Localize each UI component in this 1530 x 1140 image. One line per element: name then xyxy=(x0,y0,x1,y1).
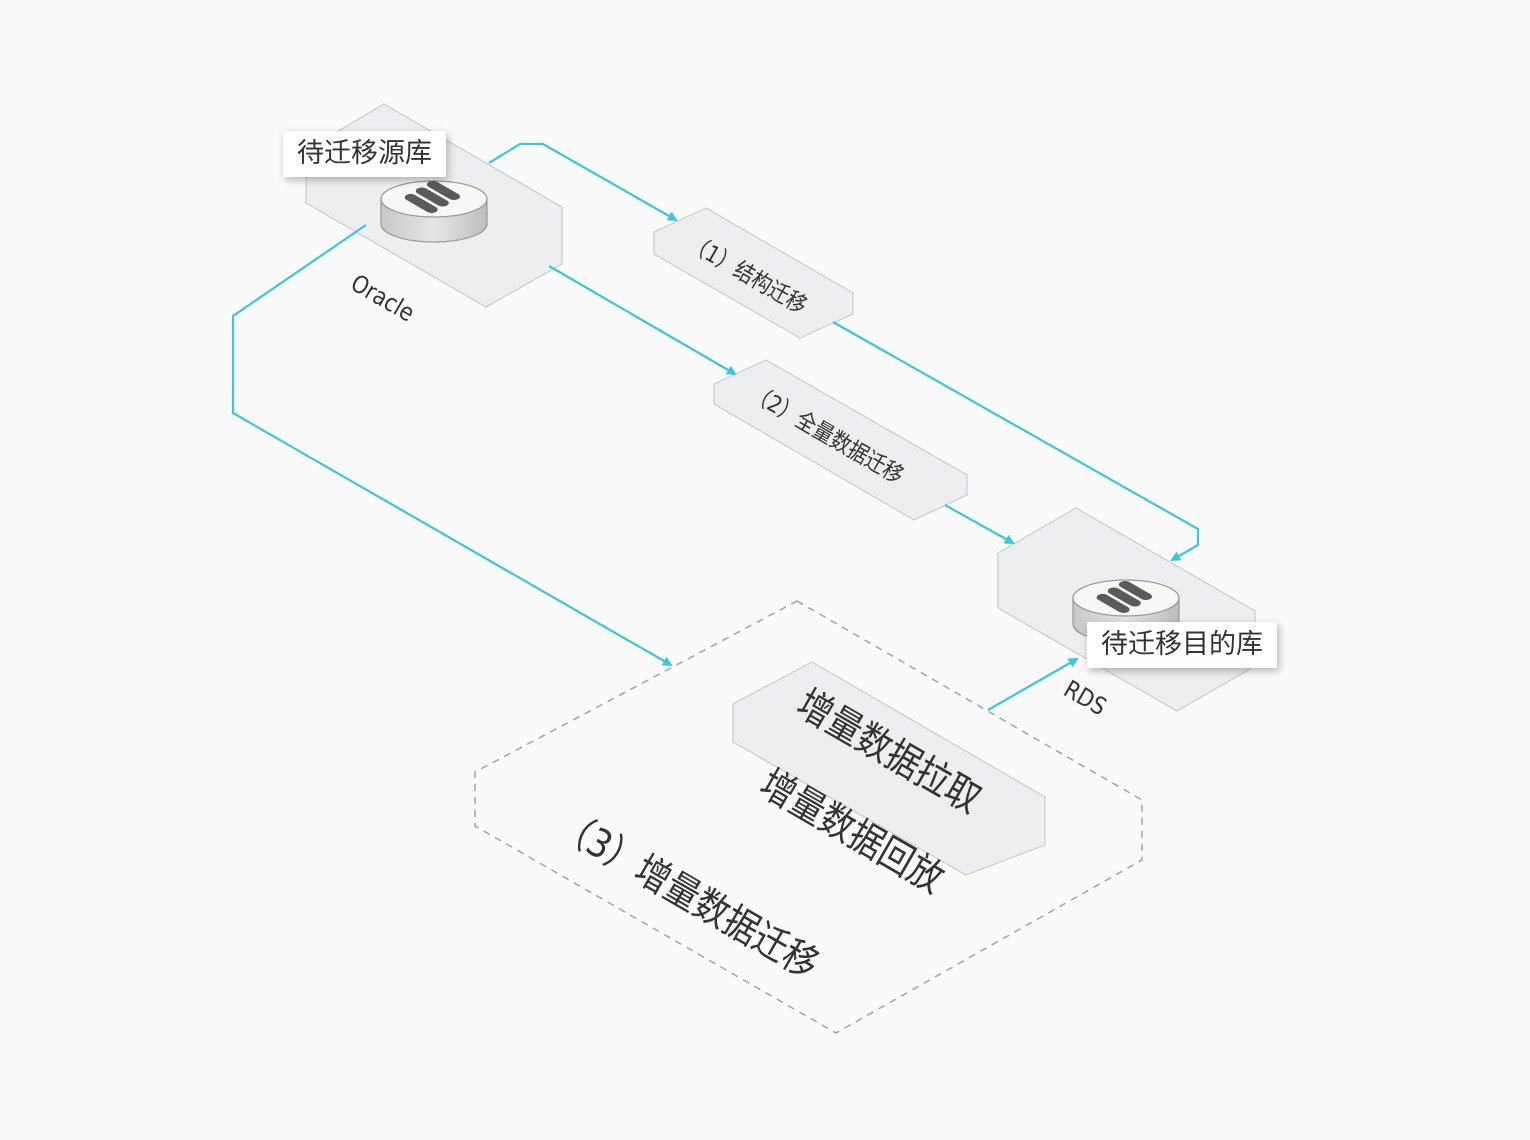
source-engine-label: Oracle xyxy=(346,269,419,327)
incremental-migration-area xyxy=(474,600,1143,1034)
step1-box xyxy=(653,207,854,339)
flow-step2-out xyxy=(944,504,1015,544)
incremental-pull-box xyxy=(732,661,1046,876)
step2-box xyxy=(713,359,968,521)
flow-step3-in xyxy=(231,224,673,666)
target-db-callout: 待迁移目的库 xyxy=(1087,622,1277,668)
flow-step2-in xyxy=(548,265,737,376)
flow-step1-out xyxy=(832,321,1200,561)
target-db-stack-icon xyxy=(1096,581,1152,613)
flow-step1-in xyxy=(488,142,678,221)
source-database-icon xyxy=(380,180,488,243)
target-engine-label: RDS xyxy=(1059,675,1111,721)
source-db-stack-icon xyxy=(404,181,460,213)
source-db-callout: 待迁移源库 xyxy=(283,131,446,177)
step3-label: （3）增量数据迁移 xyxy=(549,802,826,989)
flow-step3-out xyxy=(987,658,1079,711)
